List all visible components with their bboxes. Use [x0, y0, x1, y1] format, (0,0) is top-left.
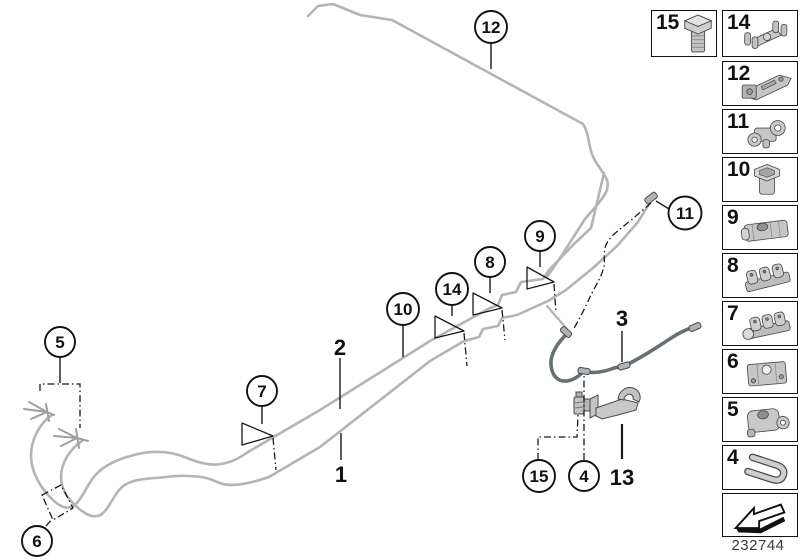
- legend-cell-9[interactable]: 9: [722, 205, 798, 250]
- legend-cell-12[interactable]: 12: [722, 61, 798, 106]
- legend-number: 7: [727, 302, 739, 325]
- svg-text:4: 4: [579, 467, 589, 486]
- pipe-clamp-icon: [740, 219, 789, 242]
- dash-dot-lines: [39, 202, 652, 527]
- legend-number: 11: [727, 110, 750, 133]
- flag-14: [434, 315, 465, 339]
- block-clamp-tabs-icon: [746, 408, 790, 438]
- flag-7: [241, 422, 274, 446]
- callout-6[interactable]: 6: [21, 525, 53, 557]
- pipe-end-fitting-icon: [644, 191, 658, 205]
- label-2[interactable]: 2: [334, 335, 346, 360]
- legend-cell-4[interactable]: 4: [722, 445, 798, 490]
- brake-pipes: [29, 2, 651, 518]
- pipe-end-fittings: [23, 401, 89, 449]
- svg-text:11: 11: [676, 204, 694, 223]
- legend-number: 9: [727, 206, 739, 229]
- hose-fitting-icon: [559, 326, 573, 338]
- callout-5[interactable]: 5: [44, 326, 76, 358]
- label-13[interactable]: 13: [610, 465, 634, 490]
- legend-cell-5[interactable]: 5: [722, 397, 798, 442]
- svg-text:15: 15: [530, 467, 549, 486]
- dashed-box-6: [41, 484, 74, 521]
- fork-fitting-lower: [53, 428, 89, 449]
- hose-fittings: [559, 191, 702, 376]
- pipe-stub: [545, 304, 569, 331]
- legend-cell-15[interactable]: 15: [651, 10, 717, 57]
- callout-7[interactable]: 7: [246, 375, 278, 407]
- legend-cell-14[interactable]: 14: [722, 10, 798, 57]
- callout-11[interactable]: 11: [667, 195, 703, 231]
- legend-number: 4: [727, 446, 739, 469]
- svg-text:10: 10: [394, 300, 413, 319]
- legend-number: 14: [727, 11, 751, 34]
- callout-4[interactable]: 4: [568, 460, 600, 492]
- spring-clip-icon: [744, 453, 788, 484]
- legend-number: 15: [656, 11, 680, 34]
- legend-cell-6[interactable]: 6: [722, 349, 798, 394]
- callout-10[interactable]: 10: [386, 292, 420, 326]
- label-3[interactable]: 3: [616, 306, 628, 331]
- direction-arrow-icon: [733, 503, 786, 534]
- double-pipe-clip-icon: [744, 20, 788, 49]
- ribbed-clamp-icon: [742, 311, 791, 340]
- block-clamp-icon: [746, 361, 788, 387]
- legend-cell-direction: [722, 493, 798, 537]
- double-tube-clip-icon: [747, 120, 786, 149]
- svg-text:14: 14: [443, 280, 462, 299]
- callout-9[interactable]: 9: [524, 220, 556, 252]
- tube-nut-icon: [754, 163, 780, 195]
- hose-bracket-13: [589, 387, 641, 420]
- ribbed-clamp-icon: [745, 263, 791, 292]
- svg-text:5: 5: [55, 333, 64, 352]
- flag-8: [472, 292, 503, 316]
- hose-fitting-icon: [617, 361, 631, 371]
- brake-hose-3: [549, 325, 697, 383]
- svg-text:6: 6: [32, 532, 41, 551]
- legend-number: 10: [727, 158, 751, 181]
- legend-number: 6: [727, 350, 739, 373]
- clamp-position-flags: [241, 266, 555, 446]
- diagram-number: 232744: [731, 537, 785, 554]
- hose-fitting-icon: [688, 321, 702, 333]
- hose-holder-clip: [573, 391, 591, 415]
- legend-number: 12: [727, 62, 751, 85]
- legend-number: 8: [727, 254, 739, 277]
- callout-15[interactable]: 15: [522, 459, 556, 493]
- flag-9: [526, 266, 555, 290]
- svg-text:8: 8: [485, 253, 494, 272]
- leader-lines: [59, 43, 670, 460]
- svg-text:12: 12: [482, 18, 501, 37]
- callout-14[interactable]: 14: [435, 272, 469, 306]
- callout-8[interactable]: 8: [474, 246, 506, 278]
- legend-cell-8[interactable]: 8: [722, 253, 798, 298]
- legend-number: 5: [727, 398, 739, 421]
- callout-12[interactable]: 12: [474, 10, 508, 44]
- legend-cell-10[interactable]: 10: [722, 157, 798, 202]
- pipe-12: [306, 2, 609, 279]
- svg-text:7: 7: [257, 382, 266, 401]
- legend-cell-7[interactable]: 7: [722, 301, 798, 346]
- svg-text:9: 9: [535, 227, 544, 246]
- holder-arm-icon: [741, 74, 792, 101]
- legend-cell-11[interactable]: 11: [722, 109, 798, 154]
- hose-fitting-icon: [577, 366, 591, 376]
- label-1[interactable]: 1: [335, 462, 347, 487]
- hex-bolt-icon: [683, 14, 713, 53]
- pipe-1-lower: [59, 202, 651, 518]
- fork-fitting-upper: [23, 401, 55, 422]
- pipe-2-upper: [29, 171, 606, 509]
